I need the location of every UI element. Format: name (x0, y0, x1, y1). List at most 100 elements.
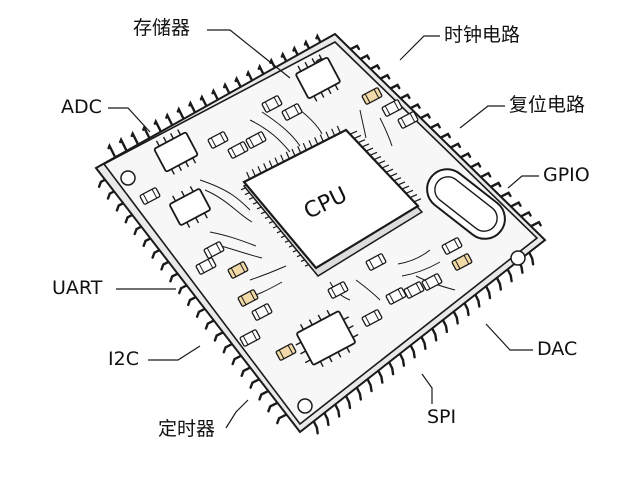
cpu-pin (389, 172, 398, 177)
cpu-pin (325, 131, 330, 139)
leader-gpio (507, 175, 539, 189)
cpu-pin (319, 134, 324, 142)
cpu-pin (401, 185, 410, 190)
resistor (421, 273, 443, 291)
trace (249, 119, 291, 153)
leader-adc (108, 107, 151, 133)
cpu-pin (349, 130, 358, 135)
cpu-pin (331, 128, 336, 137)
cpu-pin (409, 194, 418, 199)
mounting-hole-left (120, 170, 136, 186)
trace (355, 279, 381, 301)
trace (261, 111, 301, 147)
cpu-pin (297, 145, 302, 154)
package-pin (153, 118, 163, 135)
package-pin (107, 142, 117, 160)
cpu-pin (385, 168, 394, 173)
resistor (281, 103, 303, 121)
cpu-pin (353, 134, 362, 139)
resistor (403, 281, 425, 299)
trace (199, 179, 251, 211)
crystal-oscillator (426, 168, 506, 240)
interface-ic (169, 186, 211, 228)
label-reset: 复位电路 (509, 94, 586, 116)
resistor (245, 131, 267, 149)
cpu-pin (302, 142, 307, 151)
trace (359, 109, 367, 139)
cpu-pin (377, 160, 386, 165)
cpu-pin (413, 198, 422, 203)
resistor (239, 329, 261, 347)
passive-components (139, 87, 473, 361)
cpu-pin (397, 181, 406, 186)
resistor (139, 187, 161, 205)
resistor (203, 241, 225, 259)
package-pin (188, 100, 198, 117)
leader-i2c (148, 345, 201, 361)
leader-clock (399, 35, 440, 61)
package-pin (176, 106, 186, 123)
label-gpio: GPIO (543, 164, 590, 186)
package-pin (119, 136, 129, 153)
resistor (361, 309, 383, 327)
package-pin (199, 94, 210, 111)
leader-reset (459, 105, 505, 129)
resistor (441, 237, 463, 255)
cpu-pin (268, 160, 273, 168)
leader-lines (108, 29, 539, 429)
capacitor (361, 87, 383, 105)
trace (397, 249, 431, 265)
label-memory: 存储器 (133, 17, 191, 39)
cpu-pin (257, 166, 262, 174)
leader-spi (421, 373, 433, 404)
cpu-pin (373, 156, 382, 161)
trace (209, 231, 257, 247)
cpu-pin (263, 163, 268, 171)
cpu-pin (274, 157, 279, 165)
cpu-pin (291, 148, 296, 157)
package-pin (142, 124, 152, 141)
cpu-pin (308, 140, 313, 148)
cpu-pin (280, 154, 285, 163)
timer-ic (295, 309, 359, 368)
resistor (385, 287, 407, 305)
trace (299, 109, 323, 135)
leader-dac (485, 323, 533, 351)
cpu-pin (314, 137, 319, 145)
capacitor (227, 261, 249, 279)
trace (379, 117, 393, 147)
capacitor (275, 343, 297, 361)
resistor (227, 141, 249, 159)
resistor (261, 95, 283, 113)
cpu-pin (336, 125, 341, 134)
package-pin (130, 130, 140, 147)
cpu-pin (285, 151, 290, 160)
mounting-hole-right (510, 250, 526, 266)
cpu-pin (381, 164, 390, 169)
label-clock: 时钟电路 (444, 24, 521, 46)
capacitor (451, 253, 473, 271)
leader-memory (207, 29, 291, 79)
cpu-chip (242, 128, 424, 277)
cpu-pin (357, 139, 366, 144)
resistor (381, 99, 403, 117)
cpu-pin (393, 177, 402, 182)
resistor (365, 253, 387, 271)
adc-ic (153, 129, 199, 175)
resistor (397, 111, 419, 129)
resistor (251, 303, 273, 321)
capacitor (237, 289, 259, 307)
circuit-traces (199, 109, 456, 301)
label-i2c: I2C (108, 348, 139, 370)
cpu-pin (251, 168, 256, 177)
label-adc: ADC (61, 96, 102, 118)
package-pin (165, 112, 175, 129)
cpu-pin (365, 147, 374, 152)
trace (249, 265, 287, 281)
trace (401, 261, 441, 277)
resistor (207, 131, 229, 149)
label-timer: 定时器 (158, 418, 216, 440)
trace (204, 189, 253, 223)
cpu-pin (369, 151, 378, 156)
